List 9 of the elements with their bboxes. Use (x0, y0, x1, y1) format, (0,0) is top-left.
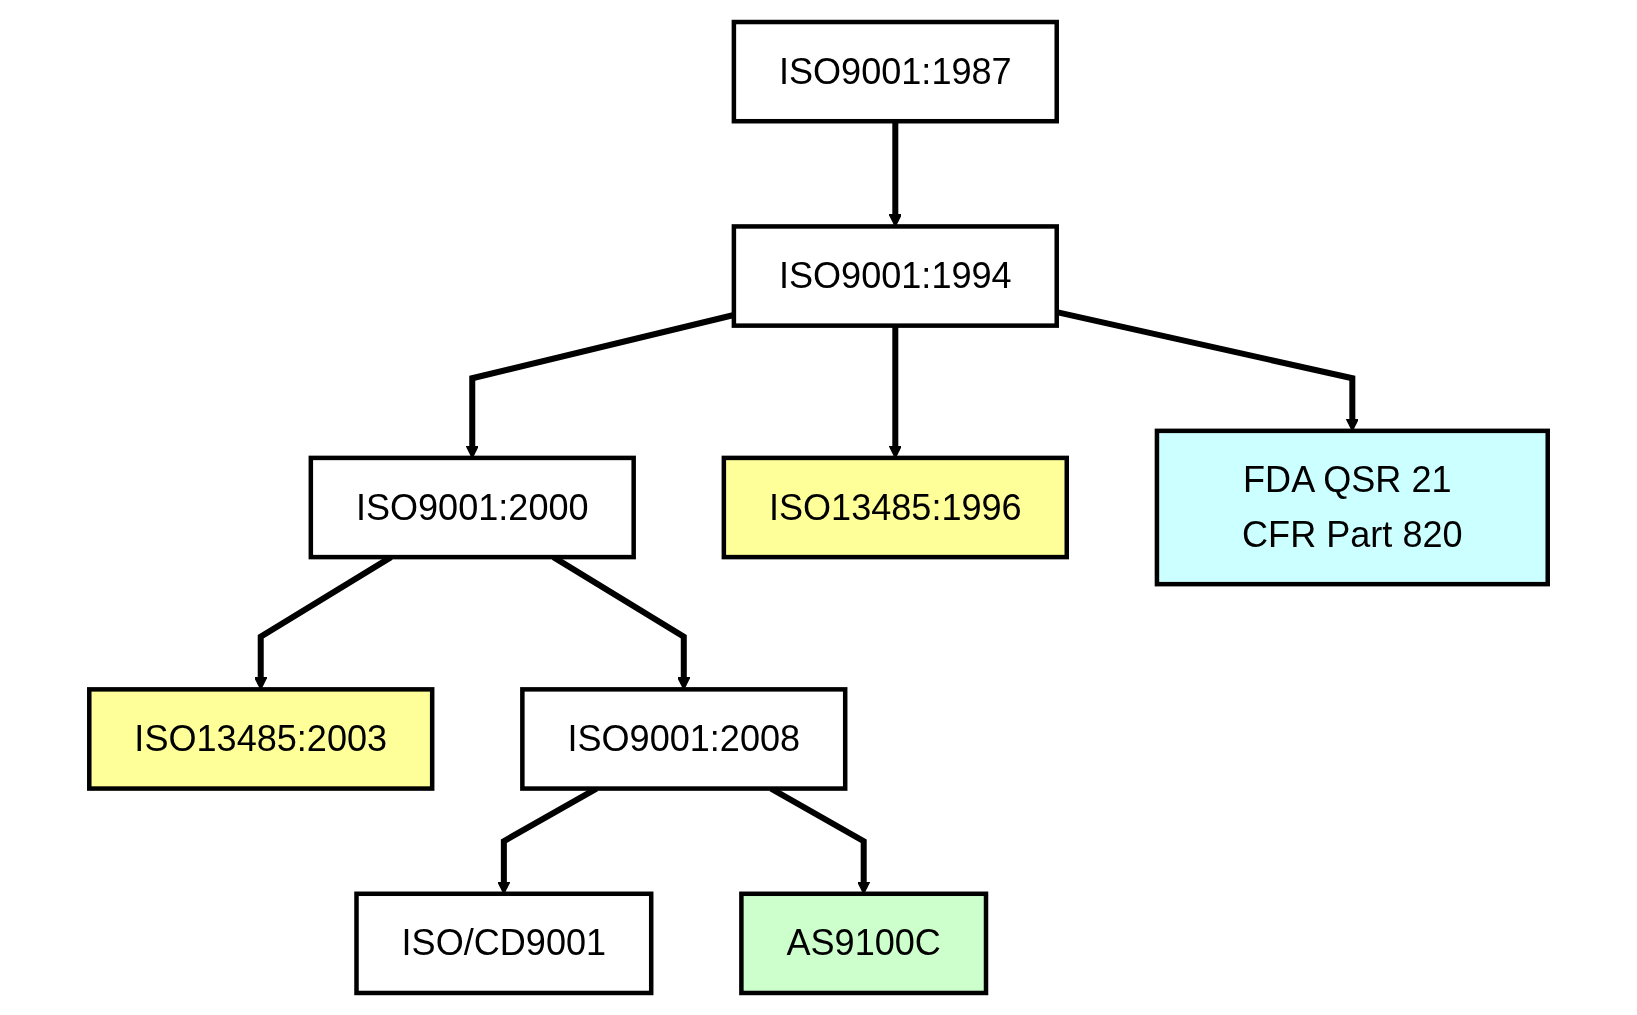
node-box: FDA QSR 21 CFR Part 820 (1154, 428, 1550, 587)
node-box: ISO9001:1987 (731, 19, 1059, 124)
node-box: ISO9001:2000 (308, 455, 636, 560)
node-box: ISO/CD9001 (354, 891, 654, 996)
node-box: ISO13485:1996 (721, 455, 1069, 560)
node-box: AS9100C (739, 891, 989, 996)
node-box: ISO9001:1994 (731, 224, 1059, 328)
node-box: ISO9001:2008 (520, 687, 848, 791)
node-box: ISO13485:2003 (87, 687, 435, 791)
